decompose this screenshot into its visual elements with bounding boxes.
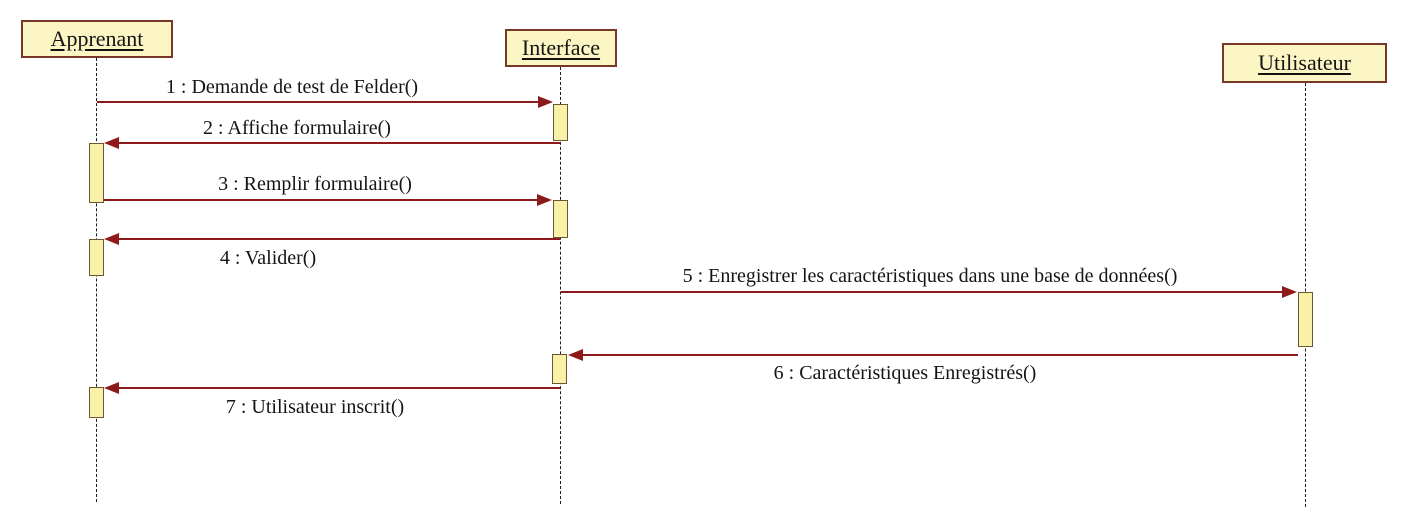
message-2-arrowhead <box>104 137 119 149</box>
actor-name-apprenant: Apprenant <box>50 26 144 51</box>
actor-box-apprenant: Apprenant <box>21 20 173 58</box>
actor-box-utilisateur: Utilisateur <box>1222 43 1387 83</box>
message-5-arrowhead <box>1282 286 1297 298</box>
message-3-label: 3 : Remplir formulaire() <box>218 173 412 195</box>
message-2-line <box>119 142 560 144</box>
activation-interface-3 <box>552 354 567 384</box>
message-4-line <box>119 238 560 240</box>
message-6-arrowhead <box>568 349 583 361</box>
message-6-label: 6 : Caractéristiques Enregistrés() <box>773 362 1037 384</box>
activation-utilisateur-1 <box>1298 292 1313 347</box>
activation-interface-1 <box>553 104 568 141</box>
activation-interface-2 <box>553 200 568 238</box>
actor-name-utilisateur: Utilisateur <box>1258 50 1351 75</box>
message-4-label: 4 : Valider() <box>219 247 317 269</box>
lifeline-interface <box>560 67 561 504</box>
message-6-line <box>583 354 1298 356</box>
actor-box-interface: Interface <box>505 29 617 67</box>
message-3-arrowhead <box>537 194 552 206</box>
message-1-label: 1 : Demande de test de Felder() <box>165 76 419 98</box>
message-7-label: 7 : Utilisateur inscrit() <box>225 396 405 418</box>
message-1-line <box>97 101 538 103</box>
message-7-arrowhead <box>104 382 119 394</box>
lifeline-apprenant <box>96 58 97 502</box>
activation-apprenant-2 <box>89 239 104 276</box>
message-5-line <box>561 291 1282 293</box>
message-4-arrowhead <box>104 233 119 245</box>
message-1-arrowhead <box>538 96 553 108</box>
activation-apprenant-1 <box>89 143 104 203</box>
message-3-line <box>104 199 537 201</box>
actor-name-interface: Interface <box>521 35 601 60</box>
message-2-label: 2 : Affiche formulaire() <box>203 117 391 139</box>
message-5-label: 5 : Enregistrer les caractéristiques dan… <box>682 265 1178 287</box>
activation-apprenant-3 <box>89 387 104 418</box>
message-7-line <box>119 387 560 389</box>
